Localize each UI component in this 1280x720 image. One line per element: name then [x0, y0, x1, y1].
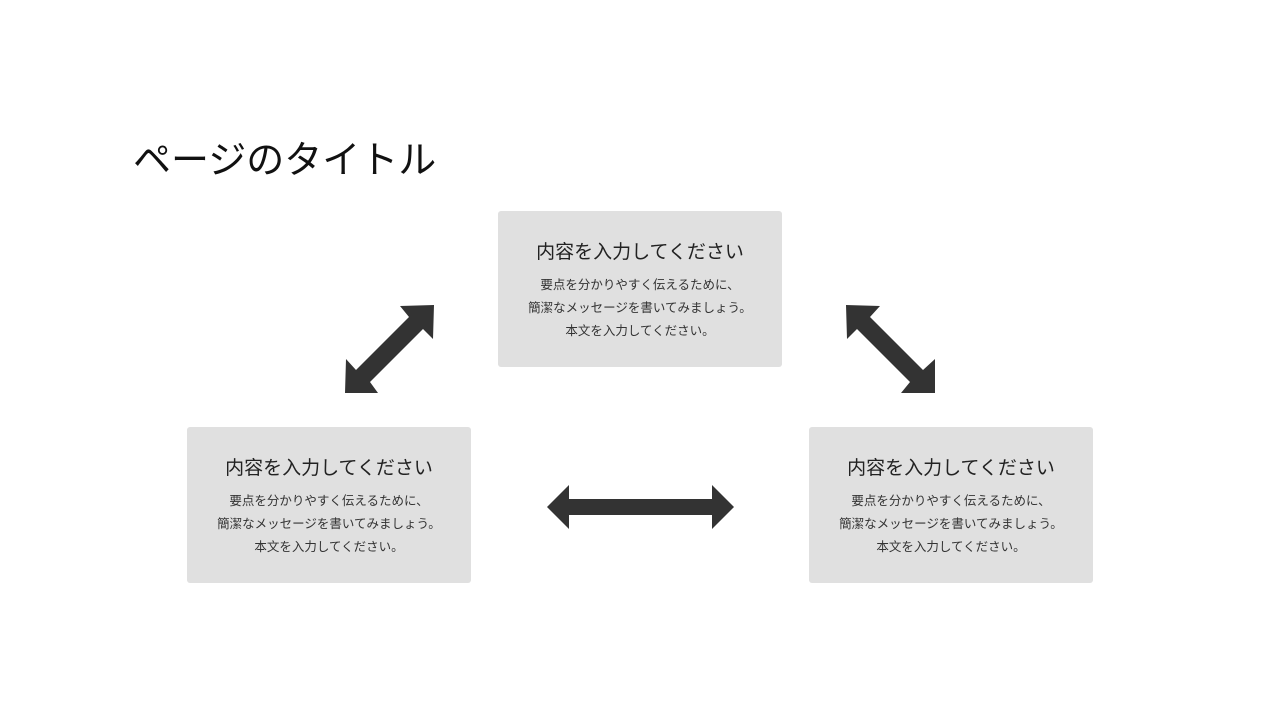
box-body-line: 本文を入力してください。 — [565, 323, 715, 338]
double-arrow-icon-top-right — [846, 305, 935, 393]
box-body-line: 要点を分かりやすく伝えるために、 — [540, 277, 740, 292]
box-heading: 内容を入力してください — [536, 241, 744, 263]
box-body-line: 本文を入力してください。 — [254, 539, 404, 554]
box-heading: 内容を入力してください — [225, 457, 433, 479]
diagram-box-right: 内容を入力してください 要点を分かりやすく伝えるために、 簡潔なメッセージを書い… — [809, 427, 1093, 583]
box-heading: 内容を入力してください — [847, 457, 1055, 479]
box-body-line: 要点を分かりやすく伝えるために、 — [851, 493, 1051, 508]
box-body-line: 簡潔なメッセージを書いてみましょう。 — [217, 516, 441, 531]
diagram-box-top: 内容を入力してください 要点を分かりやすく伝えるために、 簡潔なメッセージを書い… — [498, 211, 782, 367]
double-arrow-icon-left-right — [547, 485, 734, 529]
box-body: 要点を分かりやすく伝えるために、 簡潔なメッセージを書いてみましょう。 本文を入… — [809, 489, 1093, 558]
diagram-box-left: 内容を入力してください 要点を分かりやすく伝えるために、 簡潔なメッセージを書い… — [187, 427, 471, 583]
double-arrow-icon-left-top — [345, 305, 434, 393]
box-body: 要点を分かりやすく伝えるために、 簡潔なメッセージを書いてみましょう。 本文を入… — [498, 273, 782, 342]
box-body-line: 簡潔なメッセージを書いてみましょう。 — [528, 300, 752, 315]
box-body-line: 要点を分かりやすく伝えるために、 — [229, 493, 429, 508]
page-title: ページのタイトル — [133, 138, 437, 182]
box-body-line: 本文を入力してください。 — [876, 539, 1026, 554]
box-body-line: 簡潔なメッセージを書いてみましょう。 — [839, 516, 1063, 531]
box-body: 要点を分かりやすく伝えるために、 簡潔なメッセージを書いてみましょう。 本文を入… — [187, 489, 471, 558]
